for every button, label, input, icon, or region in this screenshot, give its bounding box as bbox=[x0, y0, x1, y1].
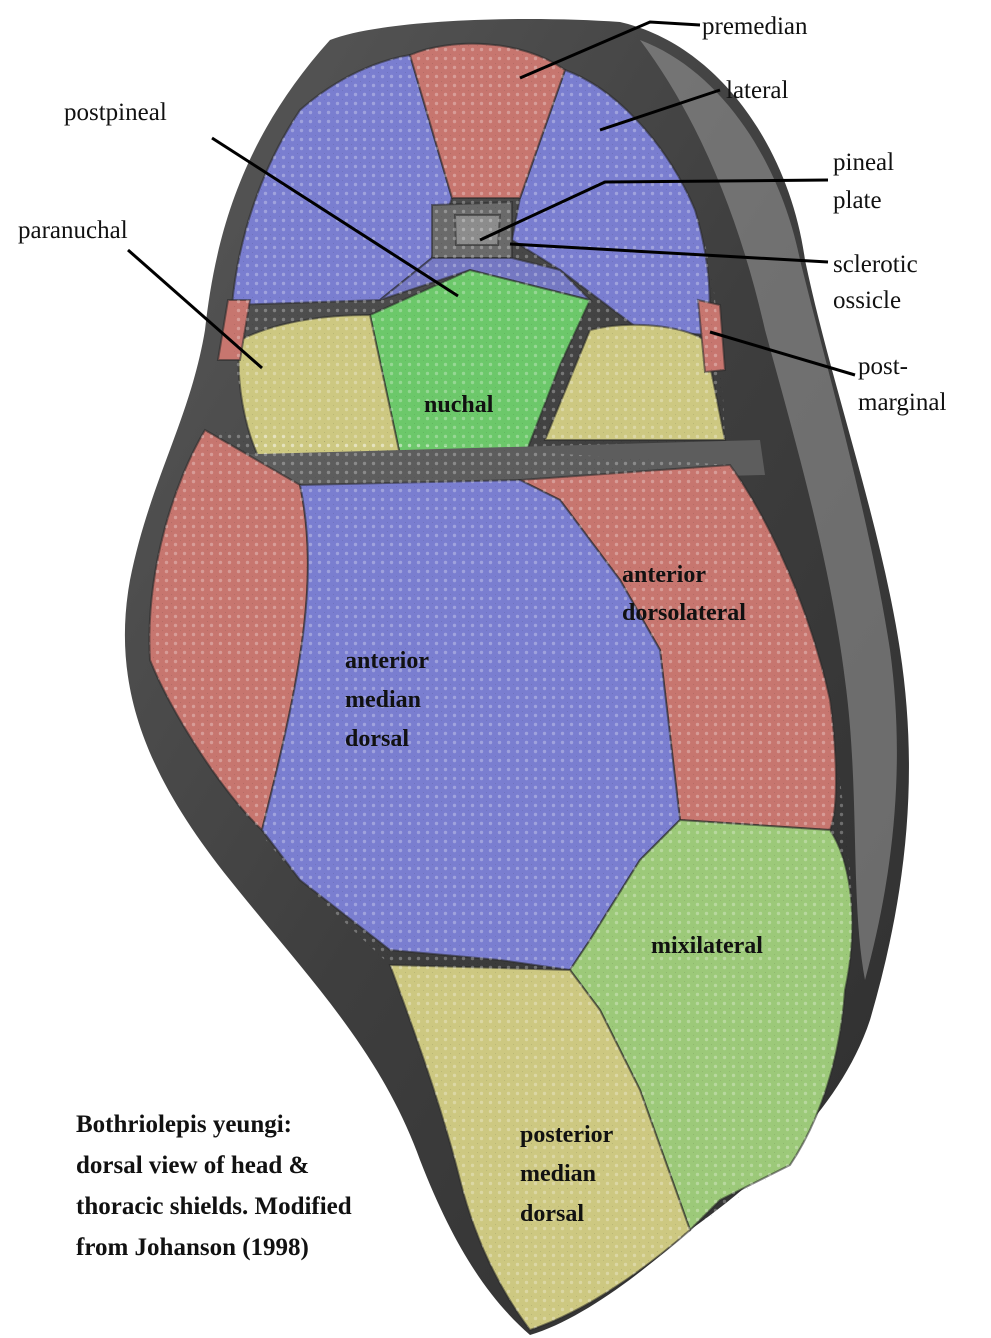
label-anterior-median-dorsal-line3: dorsal bbox=[345, 726, 409, 752]
label-post-marginal-line2: marginal bbox=[858, 389, 946, 416]
label-anterior-median-dorsal-line1: anterior bbox=[345, 648, 429, 674]
label-sclerotic-ossicle-line1: sclerotic bbox=[833, 251, 918, 278]
label-anterior-dorsolateral-line2: dorsolateral bbox=[622, 600, 746, 626]
label-paranuchal: paranuchal bbox=[18, 217, 128, 244]
caption-line-3: thoracic shields. Modified bbox=[76, 1193, 352, 1220]
label-postpineal: postpineal bbox=[64, 99, 167, 126]
caption-line-4: from Johanson (1998) bbox=[76, 1234, 309, 1261]
label-pineal-plate-line2: plate bbox=[833, 187, 882, 214]
label-anterior-median-dorsal-line2: median bbox=[345, 687, 421, 713]
label-sclerotic-ossicle-line2: ossicle bbox=[833, 287, 901, 314]
label-premedian: premedian bbox=[702, 13, 808, 40]
label-pineal-plate-line1: pineal bbox=[833, 149, 894, 176]
label-nuchal: nuchal bbox=[424, 392, 494, 418]
caption-line-1: Bothriolepis yeungi: bbox=[76, 1111, 292, 1138]
label-lateral: lateral bbox=[726, 77, 789, 104]
label-mixilateral: mixilateral bbox=[651, 933, 763, 959]
label-post-marginal-line1: post- bbox=[858, 353, 908, 380]
label-posterior-median-dorsal-line1: posterior bbox=[520, 1122, 614, 1148]
label-posterior-median-dorsal-line2: median bbox=[520, 1161, 596, 1187]
label-posterior-median-dorsal-line3: dorsal bbox=[520, 1201, 584, 1227]
caption-line-2: dorsal view of head & bbox=[76, 1152, 309, 1179]
label-anterior-dorsolateral-line1: anterior bbox=[622, 562, 706, 588]
figure-caption: Bothriolepis yeungi: dorsal view of head… bbox=[76, 1111, 352, 1261]
